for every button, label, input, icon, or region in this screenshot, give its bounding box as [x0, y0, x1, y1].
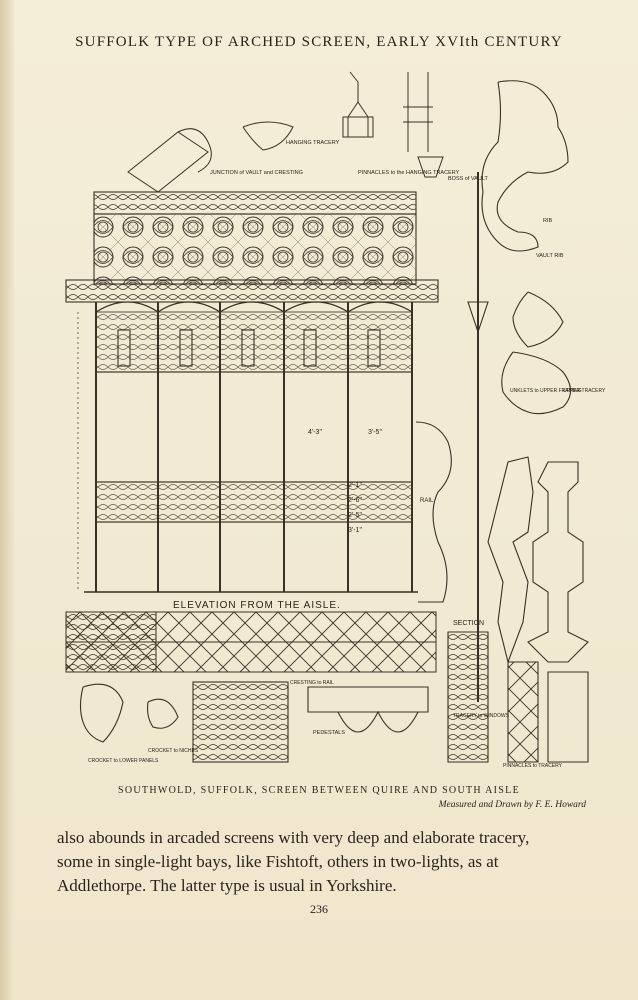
dimension-label: 2'-6" — [348, 497, 362, 504]
body-text: also abounds in arcaded screens with ver… — [57, 826, 597, 898]
dimension-label: 2'-5" — [348, 512, 362, 519]
pinnacle-details — [342, 71, 444, 178]
upper-framing-label: UNKLETS to UPPER FRAMING — [510, 388, 582, 394]
hanging-label: HANGING TRACERY — [286, 140, 340, 146]
figure-caption: SOUTHWOLD, SUFFOLK, SCREEN BETWEEN QUIRE… — [118, 785, 520, 796]
junction-label: JUNCTION of VAULT and CRESTING — [210, 170, 303, 176]
vault-rib-label: VAULT RIB — [536, 253, 564, 259]
moulding-profiles — [415, 80, 589, 702]
cresting-label: CRESTING to RAIL — [290, 680, 334, 686]
rib-label: RIB — [543, 218, 553, 224]
boss-label: BOSS of VAULT — [448, 176, 488, 182]
body-line: also abounds in arcaded screens with ver… — [57, 828, 530, 847]
rail-label: RAIL — [420, 498, 434, 504]
dimension-label: 3'-5" — [368, 429, 382, 436]
elevation-label: ELEVATION FROM THE AISLE. — [173, 600, 341, 611]
page-number: 236 — [310, 902, 328, 916]
body-line: some in single-light bays, like Fishtoft… — [57, 852, 499, 871]
pinnacles-label: PINNACLES to the HANGING TRACERY — [358, 170, 460, 176]
plate-title: SUFFOLK TYPE OF ARCHED SCREEN, EARLY XVI… — [75, 34, 563, 50]
dimension-label: 4'-3" — [308, 429, 322, 436]
pedestals-label: PEDESTALS — [313, 730, 345, 736]
junction-detail — [127, 121, 294, 193]
section-label: SECTION — [453, 620, 484, 627]
niches — [117, 329, 381, 367]
body-line: Addlethorpe. The latter type is usual in… — [57, 876, 397, 895]
dimension-labels: 4'-3" 3'-5" 2'-1" 2'-6" 2'-5" 3'-1" — [308, 429, 382, 534]
tracery-windows-label: TRACERY to WINDOWS — [453, 713, 510, 719]
elevation-group — [65, 191, 439, 593]
dimension-label: 3'-1" — [348, 527, 362, 534]
pinnacles-tracery-label: PINNACLES to TRACERY — [503, 763, 563, 769]
lattice-rail — [65, 611, 437, 673]
dimension-label: 2'-1" — [348, 482, 362, 489]
figure-credit: Measured and Drawn by F. E. Howard — [438, 800, 586, 810]
crocket-details — [79, 631, 589, 763]
crocket-niches-label: CROCKET to NICHES — [148, 748, 199, 754]
crocket-lower-label: CROCKET to LOWER PANELS — [88, 758, 159, 764]
upper-tracery-label: UPPER TRACERY — [563, 388, 606, 394]
page-gutter — [0, 0, 14, 1000]
architectural-drawing: ELEVATION FROM THE AISLE. 4'-3" 3'-5" 2'… — [65, 71, 606, 769]
